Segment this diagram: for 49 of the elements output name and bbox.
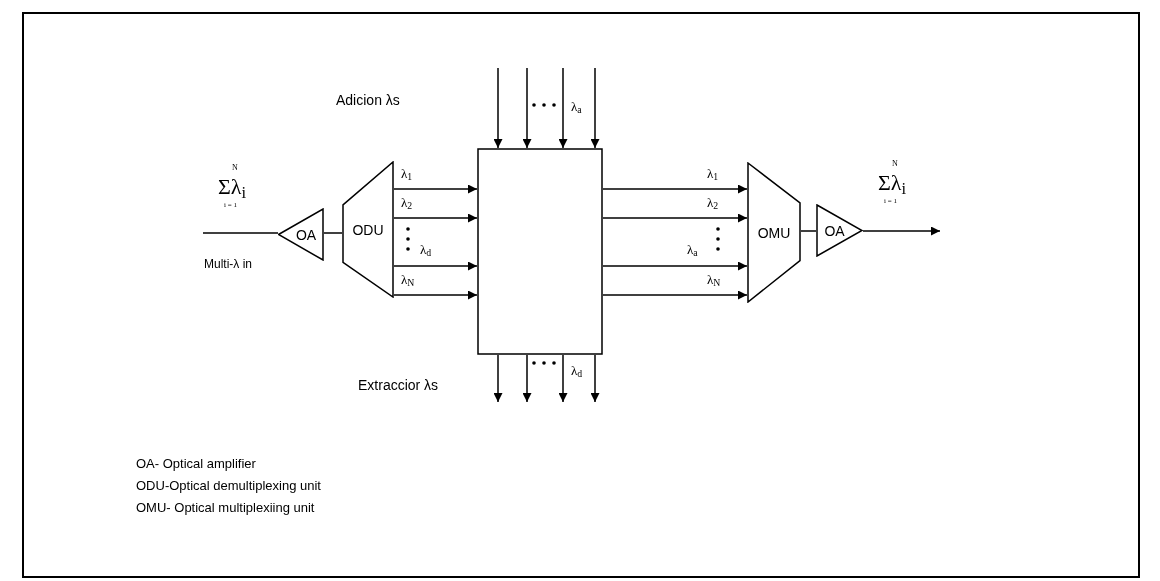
node-label: ODU xyxy=(352,222,384,237)
add-label: Adicion λs xyxy=(336,91,400,110)
node-label: OMU xyxy=(757,225,791,240)
arrow xyxy=(493,67,503,149)
connector-line xyxy=(323,232,343,234)
node-label: OA xyxy=(824,223,846,238)
arrow xyxy=(862,226,941,236)
edge-label: λ$_{a}$ xyxy=(570,100,583,113)
arrow xyxy=(522,354,532,403)
legend-text: ODU-Optical demultiplexing unit xyxy=(136,477,321,495)
connector-line xyxy=(800,230,817,232)
arrow xyxy=(393,184,478,194)
edge-label: λ$_{1}$ xyxy=(706,167,720,180)
arrow xyxy=(393,261,478,271)
arrow xyxy=(590,67,600,149)
arrow xyxy=(558,67,568,149)
legend-text: OA- Optical amplifier xyxy=(136,455,256,473)
arrow xyxy=(602,290,748,300)
sum-symbol: Σλ$_{i}$ xyxy=(218,176,247,198)
arrow xyxy=(602,184,748,194)
node-label: OA xyxy=(294,227,317,242)
switch-box xyxy=(477,148,603,355)
arrow xyxy=(590,354,600,403)
edge-label: λ$_{d}$ xyxy=(570,364,584,377)
arrow xyxy=(602,213,748,223)
drop-label: Extraccior λs xyxy=(358,376,439,395)
connector-line xyxy=(202,232,279,234)
arrow xyxy=(558,354,568,403)
sum-upper-limit: N xyxy=(892,158,898,170)
edge-label: λ$_{1}$ xyxy=(400,167,414,180)
demultiplexer-trapezoid xyxy=(342,161,394,298)
legend-text: OMU- Optical multiplexiing unit xyxy=(136,499,315,517)
multiplexer-trapezoid xyxy=(747,162,801,303)
edge-label: λ$_{N}$ xyxy=(706,273,722,286)
input-label: Multi-λ in xyxy=(203,256,253,273)
arrow xyxy=(602,261,748,271)
amplifier-triangle xyxy=(816,204,863,257)
arrow xyxy=(493,354,503,403)
edge-label: λ$_{d}$ xyxy=(419,243,433,256)
sum-symbol: Σλ$_{i}$ xyxy=(878,172,907,194)
edge-label: λ$_{a}$ xyxy=(686,243,699,256)
edge-label: λ$_{N}$ xyxy=(400,273,416,286)
amplifier-triangle xyxy=(278,208,324,261)
arrow xyxy=(522,67,532,149)
sum-upper-limit: N xyxy=(232,162,238,174)
edge-label: λ$_{2}$ xyxy=(400,196,414,209)
arrow xyxy=(393,290,478,300)
arrow xyxy=(393,213,478,223)
edge-label: λ$_{2}$ xyxy=(706,196,720,209)
